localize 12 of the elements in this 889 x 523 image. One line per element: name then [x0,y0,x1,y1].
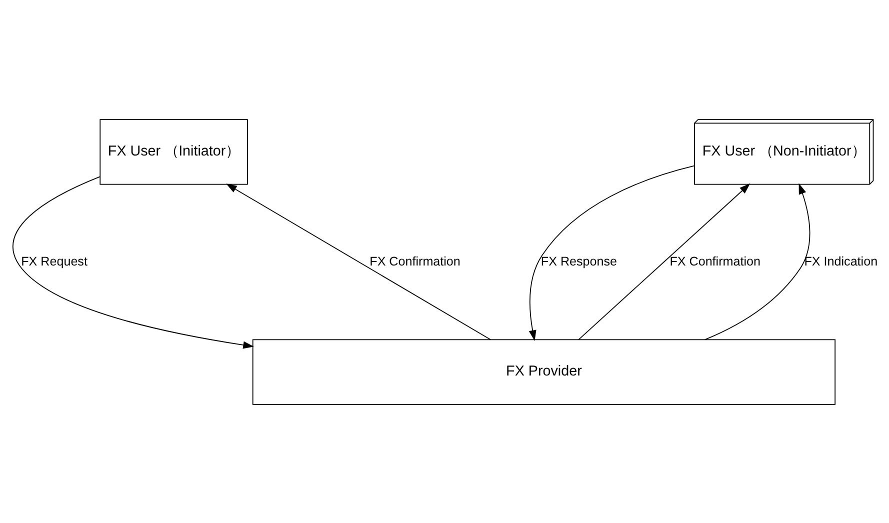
edge-label: FX Indication [804,254,878,268]
edge-label: FX Confirmation [370,254,460,268]
arrow [528,164,695,341]
edge-label: FX Confirmation [670,254,760,268]
edge-label: FX Request [21,254,88,268]
arrow [704,182,810,340]
arrow [12,176,254,348]
node-box: FX User （Initiator） [100,118,248,184]
arrow [578,182,750,340]
arrow [226,183,491,340]
node-box: FX Provider [252,338,836,404]
edge-label: FX Response [540,254,618,268]
